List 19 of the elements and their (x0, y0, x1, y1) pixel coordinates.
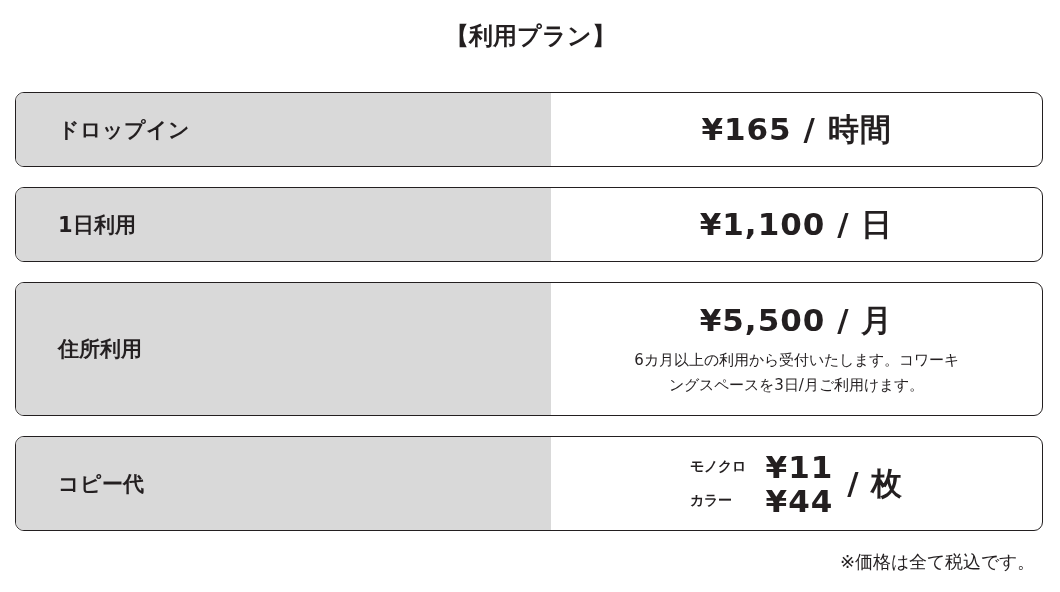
unit-text: / 枚 (847, 463, 904, 503)
price-text: ¥44 (765, 483, 834, 518)
price-text: ¥165 / 時間 (701, 109, 892, 149)
price-row (15, 436, 1043, 531)
price-type-label: カラー (689, 491, 733, 510)
price-row (15, 282, 1043, 416)
note-text: ※価格は全て税込です。 (839, 550, 1035, 574)
price-row (15, 187, 1043, 262)
price-row (15, 92, 1043, 167)
plan-name-cell: 1日利用 (16, 188, 551, 261)
note-text: 6カ月以上の利用から受付いたします。コワーキングスペースを3日/月ご利用けます。 (633, 350, 960, 396)
plan-name-cell: ドロップイン (16, 93, 551, 166)
title-text: 【利用プラン】 (443, 21, 617, 52)
price-text: ¥1,100 / 日 (699, 204, 894, 244)
price-type-label: モノクロ (689, 457, 746, 476)
plan-name-cell: コピー代 (16, 437, 551, 530)
price-text: ¥5,500 / 月 (699, 301, 894, 340)
price-text: ¥11 (765, 449, 834, 484)
plan-name-cell: 住所利用 (16, 283, 551, 415)
